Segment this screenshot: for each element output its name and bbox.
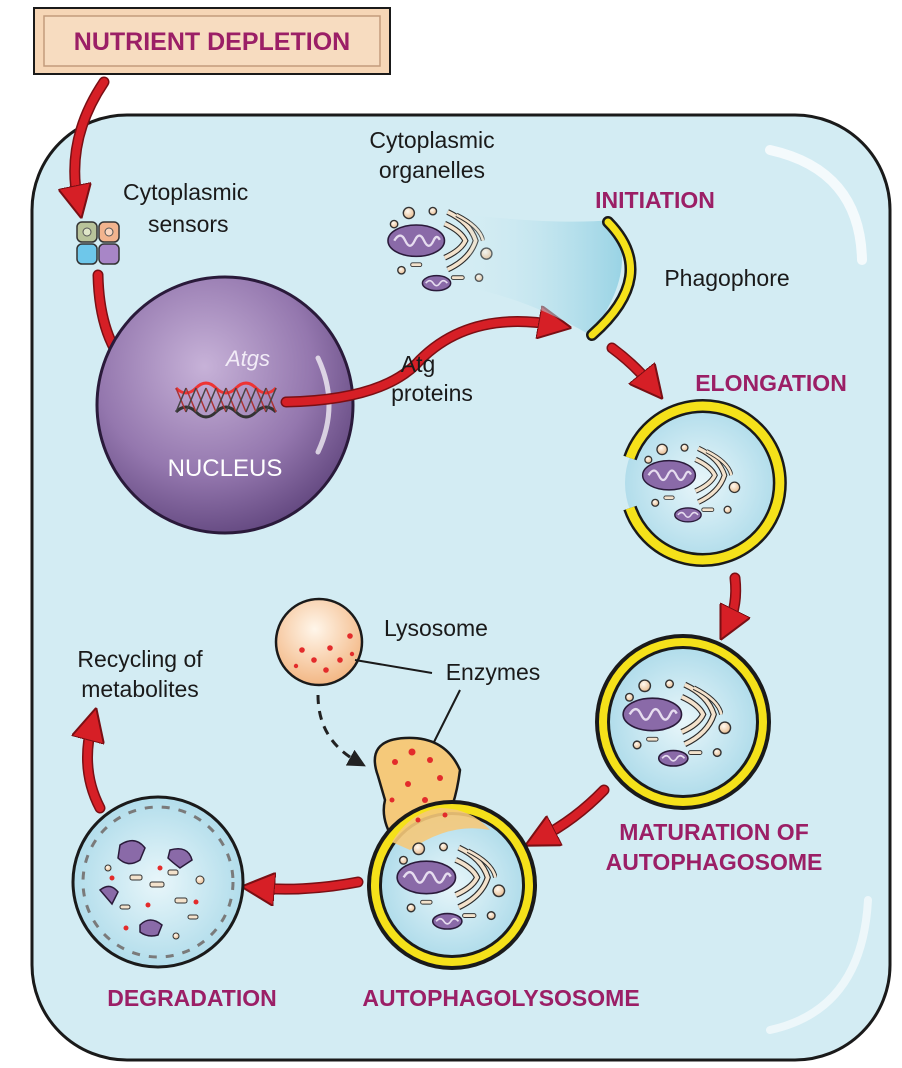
cytoplasmic-sensors-label-2: sensors xyxy=(148,211,229,237)
dna-helix-icon xyxy=(174,381,278,419)
stage-maturation-2: AUTOPHAGOSOME xyxy=(606,849,823,875)
stage-degradation: DEGRADATION xyxy=(107,985,277,1011)
cell-highlight xyxy=(765,145,867,265)
degradation-vesicle xyxy=(71,795,245,969)
atgs-label: Atgs xyxy=(224,346,270,371)
banner-text: NUTRIENT DEPLETION xyxy=(74,28,350,56)
autophagosome xyxy=(595,634,771,810)
elongating-vesicle xyxy=(623,399,787,567)
atg-proteins-label-1: Atg xyxy=(401,351,436,377)
nutrient-depletion-banner: NUTRIENT DEPLETION xyxy=(33,7,391,75)
stage-autophagolysosome: AUTOPHAGOLYSOSOME xyxy=(362,985,639,1011)
cytoplasmic-sensors-icon xyxy=(76,221,120,265)
atg-proteins-label-2: proteins xyxy=(391,380,473,406)
enzymes-label: Enzymes xyxy=(446,659,541,685)
stage-maturation-1: MATURATION OF xyxy=(619,819,809,845)
nucleus xyxy=(95,275,355,535)
nucleus-label: NUCLEUS xyxy=(168,455,283,482)
phagophore xyxy=(586,216,637,341)
cytoplasmic-sensors-label-1: Cytoplasmic xyxy=(123,179,248,205)
recycling-label-1: Recycling of xyxy=(77,646,203,672)
cytoplasmic-organelles-label-1: Cytoplasmic xyxy=(369,127,494,153)
stage-initiation: INITIATION xyxy=(595,187,715,213)
lysosome-fusion-arrow xyxy=(316,694,366,767)
cytoplasmic-organelles-label-2: organelles xyxy=(379,157,485,183)
stage-elongation: ELONGATION xyxy=(695,370,847,396)
lysosome-label: Lysosome xyxy=(384,615,488,641)
engulfment-cone xyxy=(470,215,623,335)
phagophore-label: Phagophore xyxy=(664,265,789,291)
autophagolysosome xyxy=(367,736,537,970)
lysosome xyxy=(274,597,364,687)
recycling-label-2: metabolites xyxy=(81,676,199,702)
cell-highlight-bottom xyxy=(766,896,872,1034)
enzymes-pointer-line-1 xyxy=(354,659,433,674)
